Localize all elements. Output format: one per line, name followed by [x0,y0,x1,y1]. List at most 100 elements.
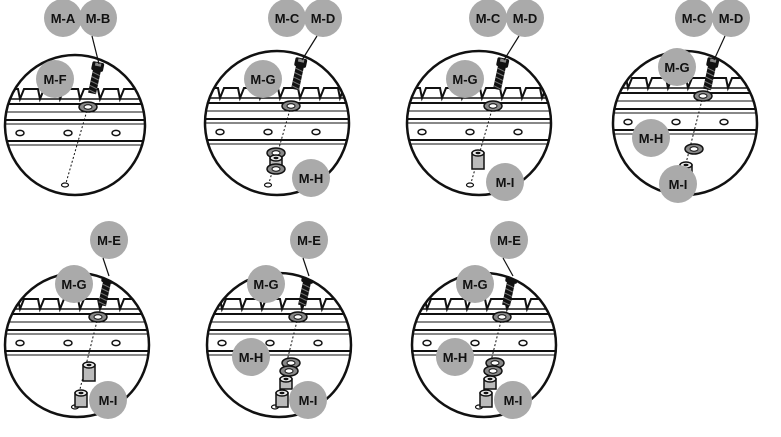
part-label-m-c-disc [469,0,507,37]
part-label-m-g-text: M-G [452,72,477,87]
part-label-m-h: M-H [232,338,270,376]
part-label-m-h: M-H [292,159,330,197]
rail-hole [111,339,121,347]
part-label-m-h-disc [232,338,270,376]
part-label-m-b-text: M-B [86,11,111,26]
leader-line [503,35,520,61]
screw-icon [493,57,510,91]
washer-icon [684,143,704,155]
part-label-m-g-disc [244,60,282,98]
part-label-m-i: M-I [89,381,127,419]
part-label-m-g-disc [456,265,494,303]
detail-circle [3,53,147,197]
rail-profile [5,88,145,146]
rail-profile [407,87,551,145]
rail-hole [265,339,275,347]
washer-icon [483,100,503,112]
part-label-m-h-text: M-H [639,131,664,146]
part-label-m-e: M-E [90,221,128,259]
panel-2: M-C M-D M-G M-H [203,0,351,197]
part-label-m-e-text: M-E [497,233,521,248]
part-label-m-g-text: M-G [61,277,86,292]
part-label-m-i-text: M-I [504,393,523,408]
rail-hole [217,339,227,347]
rail-hole [63,129,73,137]
part-label-m-h-text: M-H [299,171,324,186]
part-label-m-a: M-A [44,0,82,37]
rail-hole [63,339,73,347]
panel-7: M-EM-GM-HM-I [410,221,558,419]
rail-hole [311,128,321,136]
panel-3: M-C M-D M-G M-I [405,0,553,201]
part-label-m-e-disc [490,221,528,259]
spacer-icon [82,361,96,382]
part-label-m-c: M-C [268,0,306,37]
part-label-m-d-disc [712,0,750,37]
spacer-icon [74,389,88,408]
part-label-m-f: M-F [36,60,74,98]
mount-hole [263,182,273,188]
part-label-m-g-disc [55,265,93,303]
part-label-m-h: M-H [632,119,670,157]
part-label-m-c-text: M-C [682,11,707,26]
part-label-m-i: M-I [659,165,697,203]
part-label-m-i-disc [89,381,127,419]
part-label-m-h-disc [632,119,670,157]
part-label-m-g: M-G [244,60,282,98]
spacer-icon [275,389,289,408]
rail-hole [422,339,432,347]
assembly-axis [75,316,99,406]
part-label-m-d: M-D [304,0,342,37]
panel-5: M-E M-G M-I [3,221,151,419]
rail-hole [111,129,121,137]
part-label-m-e-text: M-E [97,233,121,248]
part-label-m-a-text: M-A [51,11,76,26]
part-label-m-c-disc [675,0,713,37]
part-label-m-g-text: M-G [250,72,275,87]
part-label-m-d: M-D [712,0,750,37]
part-label-m-g: M-G [446,60,484,98]
part-label-m-i: M-I [486,163,524,201]
part-label-m-g: M-G [658,48,696,86]
rail-hole [417,128,427,136]
detail-content [407,57,551,188]
part-label-m-g: M-G [55,265,93,303]
spacer-icon [269,154,283,167]
rail-hole [15,339,25,347]
part-label-m-i: M-I [289,381,327,419]
part-label-m-d-disc [506,0,544,37]
part-label-m-d-text: M-D [513,11,538,26]
part-label-m-d-text: M-D [311,11,336,26]
rail-hole [15,129,25,137]
rail-hole [465,128,475,136]
part-label-m-g-disc [446,60,484,98]
screw-icon [291,57,308,91]
part-label-m-i-text: M-I [669,177,688,192]
part-label-m-i-disc [494,381,532,419]
detail-content [207,273,351,410]
part-label-m-c: M-C [469,0,507,37]
part-label-m-e-disc [90,221,128,259]
part-label-m-i: M-I [494,381,532,419]
part-label-m-f-disc [36,60,74,98]
rail-profile [412,298,556,356]
part-label-m-d-disc [304,0,342,37]
panel-6: M-EM-GM-HM-I [205,221,353,419]
washer-icon [266,163,286,175]
part-label-m-i-text: M-I [99,393,118,408]
detail-content [205,57,349,188]
leader-line [102,257,110,277]
part-label-m-h-disc [292,159,330,197]
part-label-m-i-disc [659,165,697,203]
part-label-m-b-disc [79,0,117,37]
assembly-axis [268,105,292,184]
part-label-m-i-text: M-I [496,175,515,190]
part-label-m-g: M-G [247,265,285,303]
part-label-m-f-text: M-F [43,72,66,87]
rail-hole [513,128,523,136]
part-label-m-g-text: M-G [253,277,278,292]
assembly-axis [470,105,494,184]
mount-hole [465,182,475,188]
washer-icon [693,90,713,102]
